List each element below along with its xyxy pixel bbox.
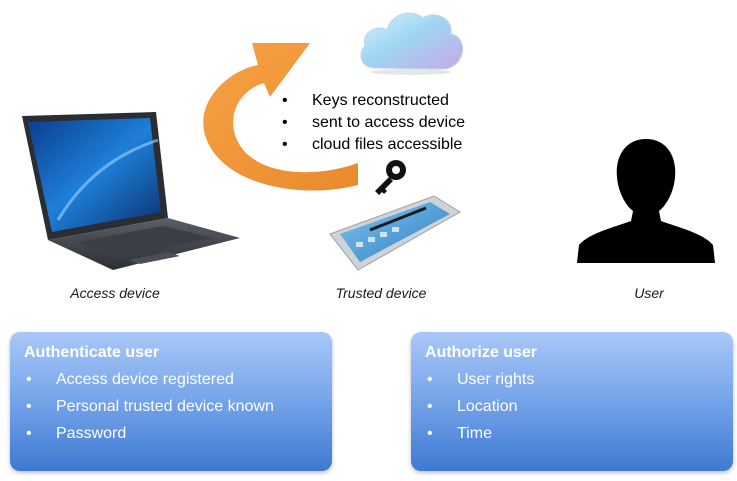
user-silhouette-icon [577,139,715,263]
cloud-note-text: cloud files accessible [312,136,463,153]
bullet: • [282,114,288,131]
authorize-user-box: Authorize user • User rights • Location … [411,332,733,471]
list-item-text: Time [457,425,492,442]
list-item-text: Password [56,425,127,442]
authorize-user-title: Authorize user [425,344,538,361]
cloud-note: • sent to access device [282,112,465,134]
smartphone-icon [329,195,461,271]
bullet: • [282,92,288,109]
list-item: • Time [425,420,719,447]
list-item: • User rights [425,366,719,393]
cloud-note: • cloud files accessible [282,134,465,156]
key-icon [375,160,406,195]
cloud-icon [360,12,463,75]
list-item: • Location [425,393,719,420]
bullet: • [26,371,32,388]
authenticate-user-title: Authenticate user [24,344,160,361]
cloud-notes: • Keys reconstructed • sent to access de… [282,90,465,156]
list-item: • Personal trusted device known [24,393,318,420]
access-device-label: Access device [70,285,160,301]
list-item-text: User rights [457,371,535,388]
curved-arrow-icon [203,43,358,191]
authenticate-user-box: Authenticate user • Access device regist… [10,332,332,471]
bullet: • [427,425,433,442]
bullet: • [427,371,433,388]
bullet: • [26,425,32,442]
cloud-note-text: Keys reconstructed [312,92,449,109]
bullet: • [427,398,433,415]
cloud-note: • Keys reconstructed [282,90,465,112]
list-item-text: Location [457,398,518,415]
user-label: User [634,285,664,301]
cloud-note-text: sent to access device [312,114,465,131]
bullet: • [26,398,32,415]
list-item-text: Personal trusted device known [56,398,274,415]
trusted-device-label: Trusted device [335,285,427,301]
list-item: • Access device registered [24,366,318,393]
list-item-text: Access device registered [56,371,234,388]
list-item: • Password [24,420,318,447]
bullet: • [282,136,288,153]
laptop-icon [22,112,240,270]
